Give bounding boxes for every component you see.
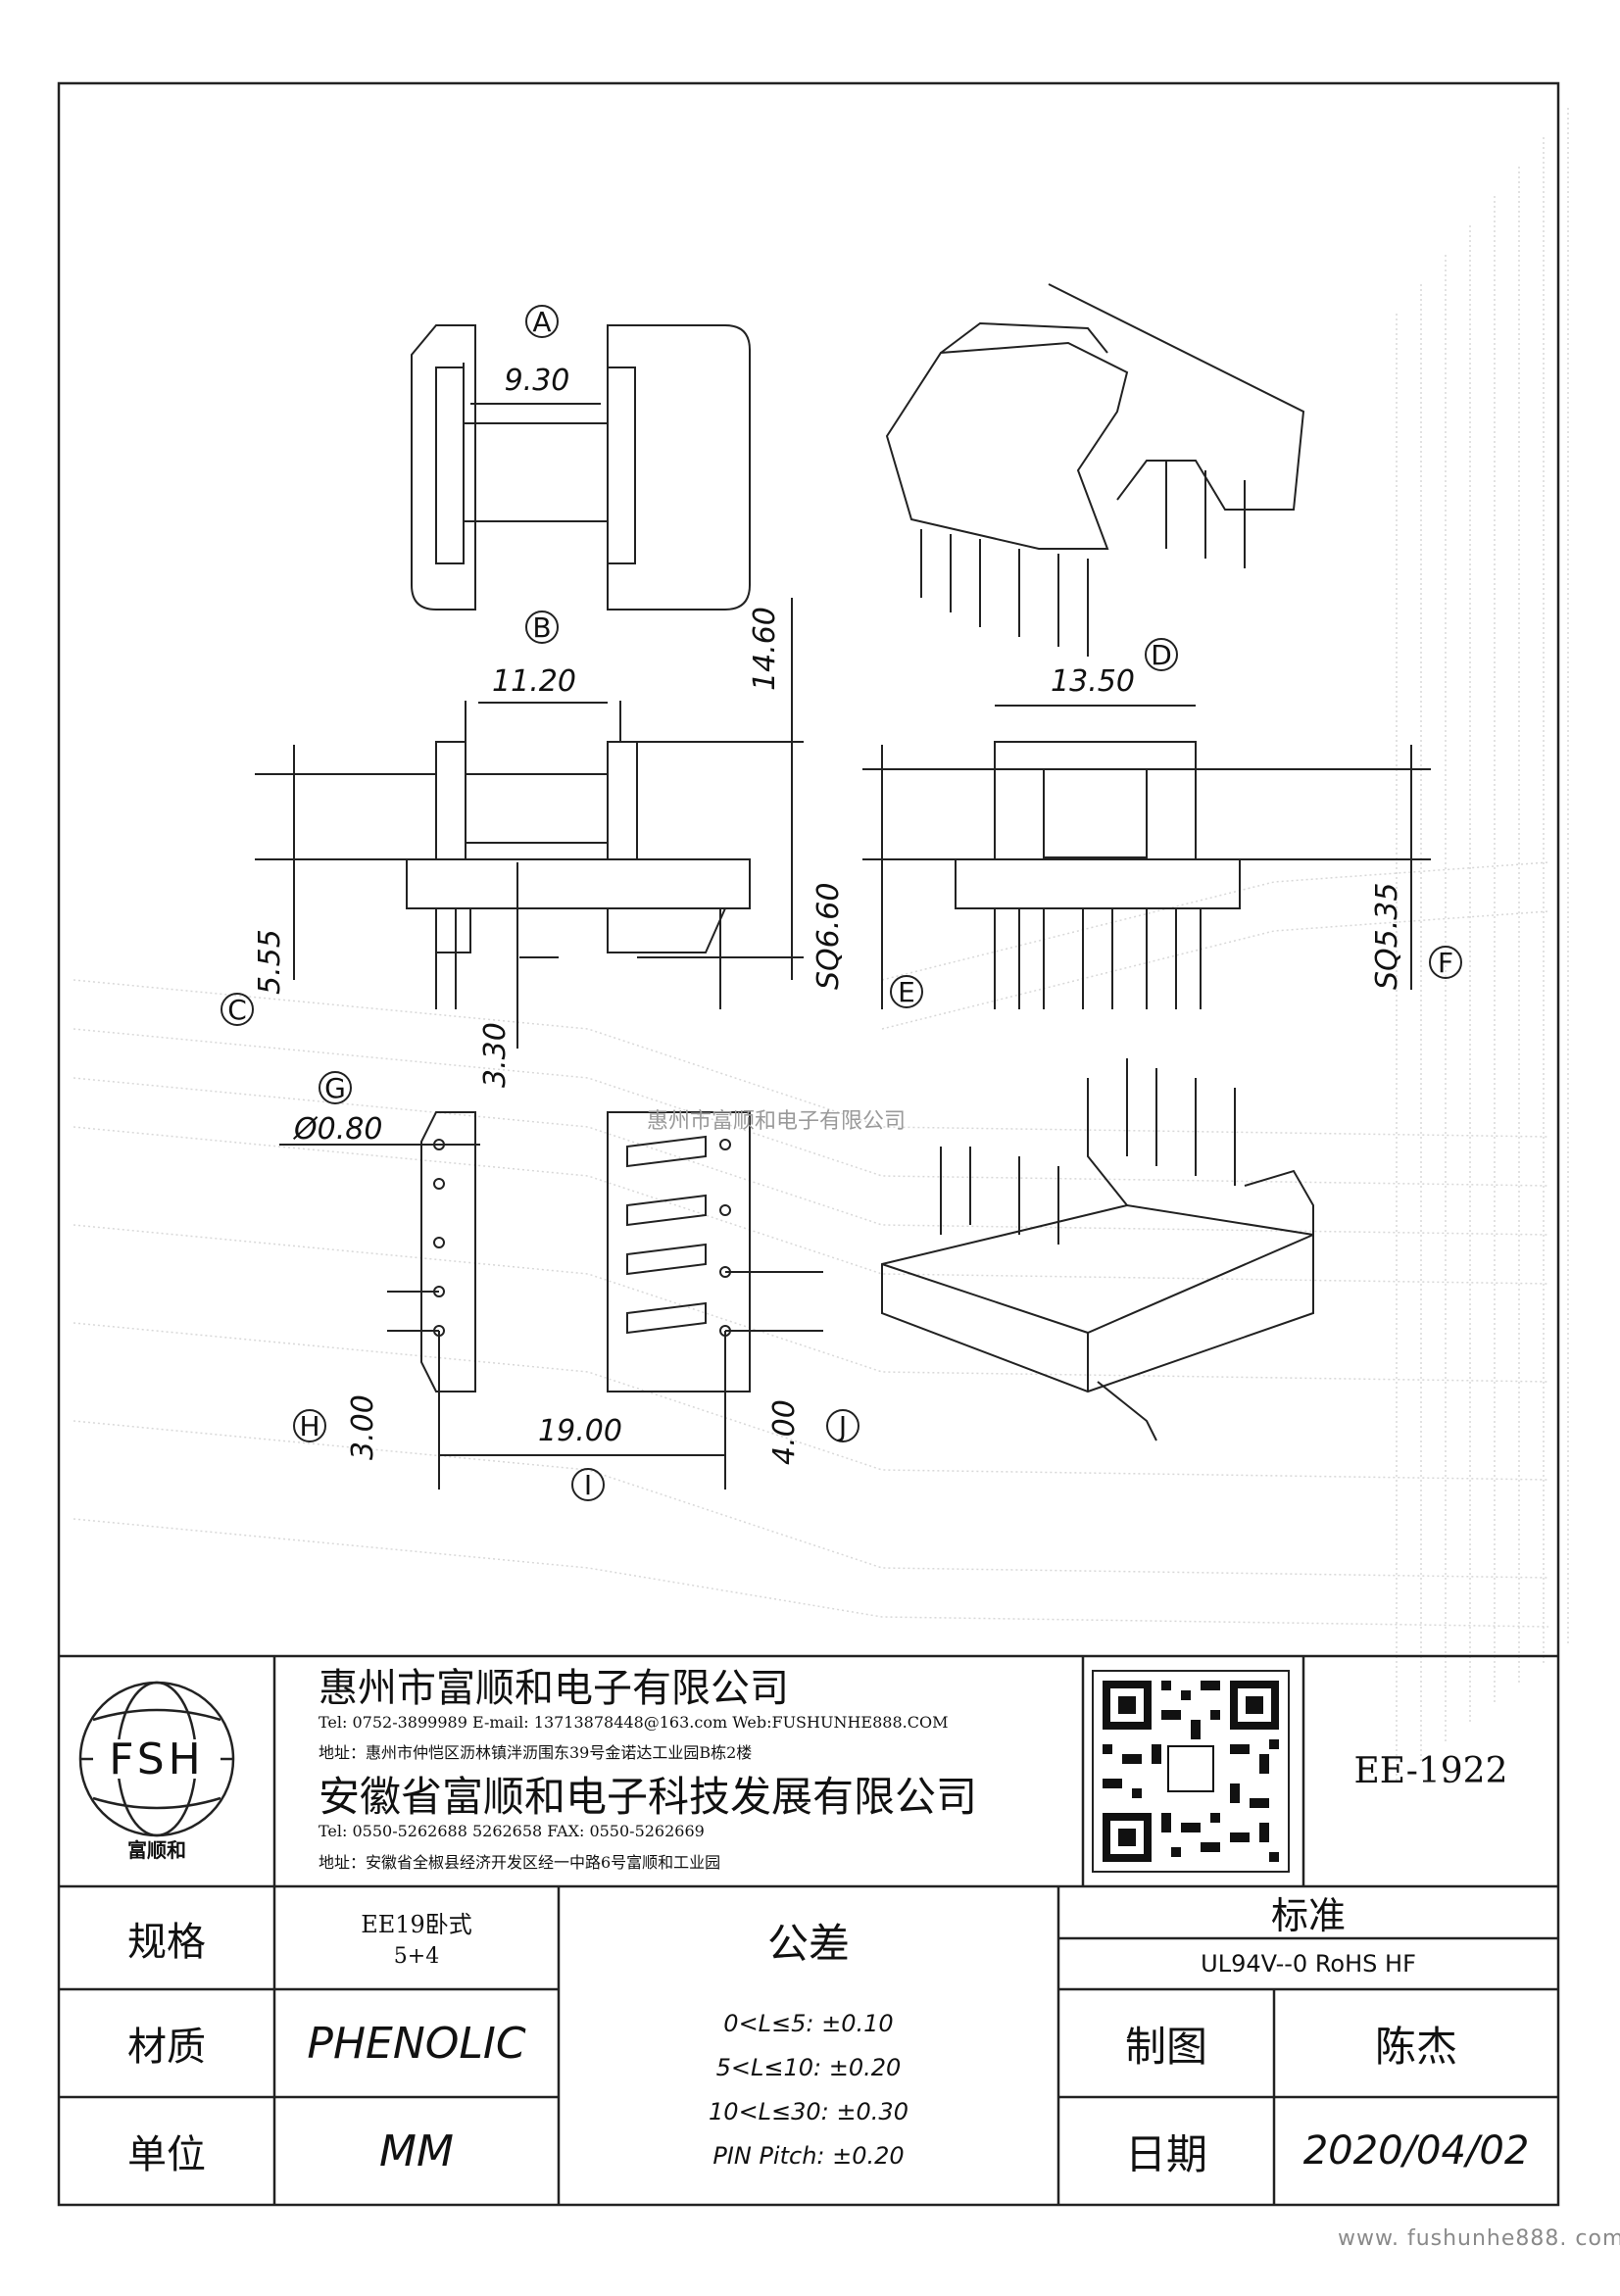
tolerance-row-2: 5<L≤10: ±0.20 — [715, 2054, 902, 2081]
callout-i: I — [584, 1469, 592, 1501]
callout-g-circle — [319, 1071, 352, 1104]
dim-a: 9.30 — [505, 364, 570, 398]
callout-f: F — [1438, 947, 1453, 979]
spec-value-1: EE19卧式 — [361, 1910, 472, 1938]
company2-name: 安徽省富顺和电子科技发展有限公司 — [319, 1773, 978, 1821]
title-block-lines — [59, 1654, 1558, 2205]
company1-contact: Tel: 0752-3899989 E-mail: 13713878448@16… — [319, 1713, 949, 1732]
drawn-label: 制图 — [1124, 2022, 1207, 2071]
standard-value: UL94V--0 RoHS HF — [1201, 1950, 1416, 1978]
callout-c-circle — [221, 993, 254, 1026]
company1-name: 惠州市富顺和电子有限公司 — [319, 1666, 789, 1711]
callout-a: A — [532, 306, 551, 338]
dim-b-pin: 3.30 — [478, 1022, 513, 1088]
unit-label: 单位 — [127, 2132, 206, 2177]
logo-letters: FSH — [109, 1734, 205, 1784]
unit-value: MM — [379, 2125, 454, 2176]
standard-label: 标准 — [1270, 1894, 1346, 1937]
tolerance-row-4: PIN Pitch: ±0.20 — [712, 2142, 905, 2170]
dim-b-width: 11.20 — [492, 664, 576, 699]
callout-e-circle — [890, 975, 923, 1008]
dim-i: 19.00 — [538, 1414, 622, 1448]
dim-j: 4.00 — [767, 1399, 802, 1465]
part-number: EE-1922 — [1353, 1751, 1508, 1791]
callout-b-circle — [525, 611, 559, 644]
view-b-front — [255, 598, 804, 1049]
view-g-bottom — [279, 1111, 823, 1490]
tolerance-label: 公差 — [766, 1919, 850, 1968]
company2-contact: Tel: 0550-5262688 5262658 FAX: 0550-5262… — [319, 1822, 705, 1840]
callout-f-circle — [1429, 946, 1462, 979]
watermark-center: 惠州市富顺和电子有限公司 — [647, 1109, 907, 1134]
callout-b: B — [532, 611, 551, 644]
background-traces — [73, 108, 1569, 1783]
drawing-frame — [57, 81, 1560, 2207]
dim-h: 3.00 — [346, 1394, 380, 1460]
callout-d-circle — [1145, 638, 1178, 671]
spec-value-2: 5+4 — [393, 1943, 440, 1969]
callout-h: H — [299, 1410, 319, 1442]
callout-h-circle — [293, 1409, 326, 1442]
logo-letter-bg — [93, 1739, 221, 1779]
dim-d-width: 13.50 — [1051, 664, 1135, 699]
company2-address: 地址：安徽省全椒县经济开发区经一中路6号富顺和工业园 — [319, 1853, 721, 1872]
callout-e: E — [898, 976, 915, 1008]
material-label: 材质 — [127, 2025, 206, 2070]
iso-view-bottom — [881, 1058, 1314, 1441]
callout-g: G — [324, 1072, 346, 1104]
tolerance-row-3: 10<L≤30: ±0.30 — [709, 2098, 908, 2125]
date-value: 2020/04/02 — [1302, 2128, 1530, 2174]
dim-g-dia: Ø0.80 — [292, 1112, 382, 1147]
callout-a-circle — [525, 305, 559, 338]
callout-c: C — [227, 994, 247, 1026]
logo-caption: 富顺和 — [127, 1838, 186, 1862]
dim-b-height: 14.60 — [748, 607, 782, 691]
dim-b-left: 5.55 — [253, 929, 287, 995]
date-label: 日期 — [1124, 2129, 1207, 2178]
callout-j-circle — [826, 1409, 859, 1442]
view-a-top — [411, 324, 751, 611]
qr-code-icon — [1092, 1670, 1290, 1873]
material-value: PHENOLIC — [307, 2018, 526, 2069]
footer-url: www. fushunhe888. com — [1338, 2226, 1620, 2251]
dim-f-sq: SQ5.35 — [1370, 883, 1404, 990]
spec-label: 规格 — [127, 1919, 206, 1965]
tolerance-row-1: 0<L≤5: ±0.10 — [723, 2010, 894, 2037]
callout-d: D — [1151, 639, 1172, 671]
callout-j: J — [837, 1410, 847, 1442]
callout-i-circle — [571, 1468, 605, 1501]
drawn-value: 陈杰 — [1374, 2022, 1457, 2071]
view-d-side — [862, 705, 1431, 1009]
dim-b-sq: SQ6.60 — [811, 883, 846, 990]
company1-address: 地址：惠州市仲恺区沥林镇泮沥围东39号金诺达工业园B栋2楼 — [319, 1743, 753, 1762]
iso-view-top — [885, 283, 1305, 657]
